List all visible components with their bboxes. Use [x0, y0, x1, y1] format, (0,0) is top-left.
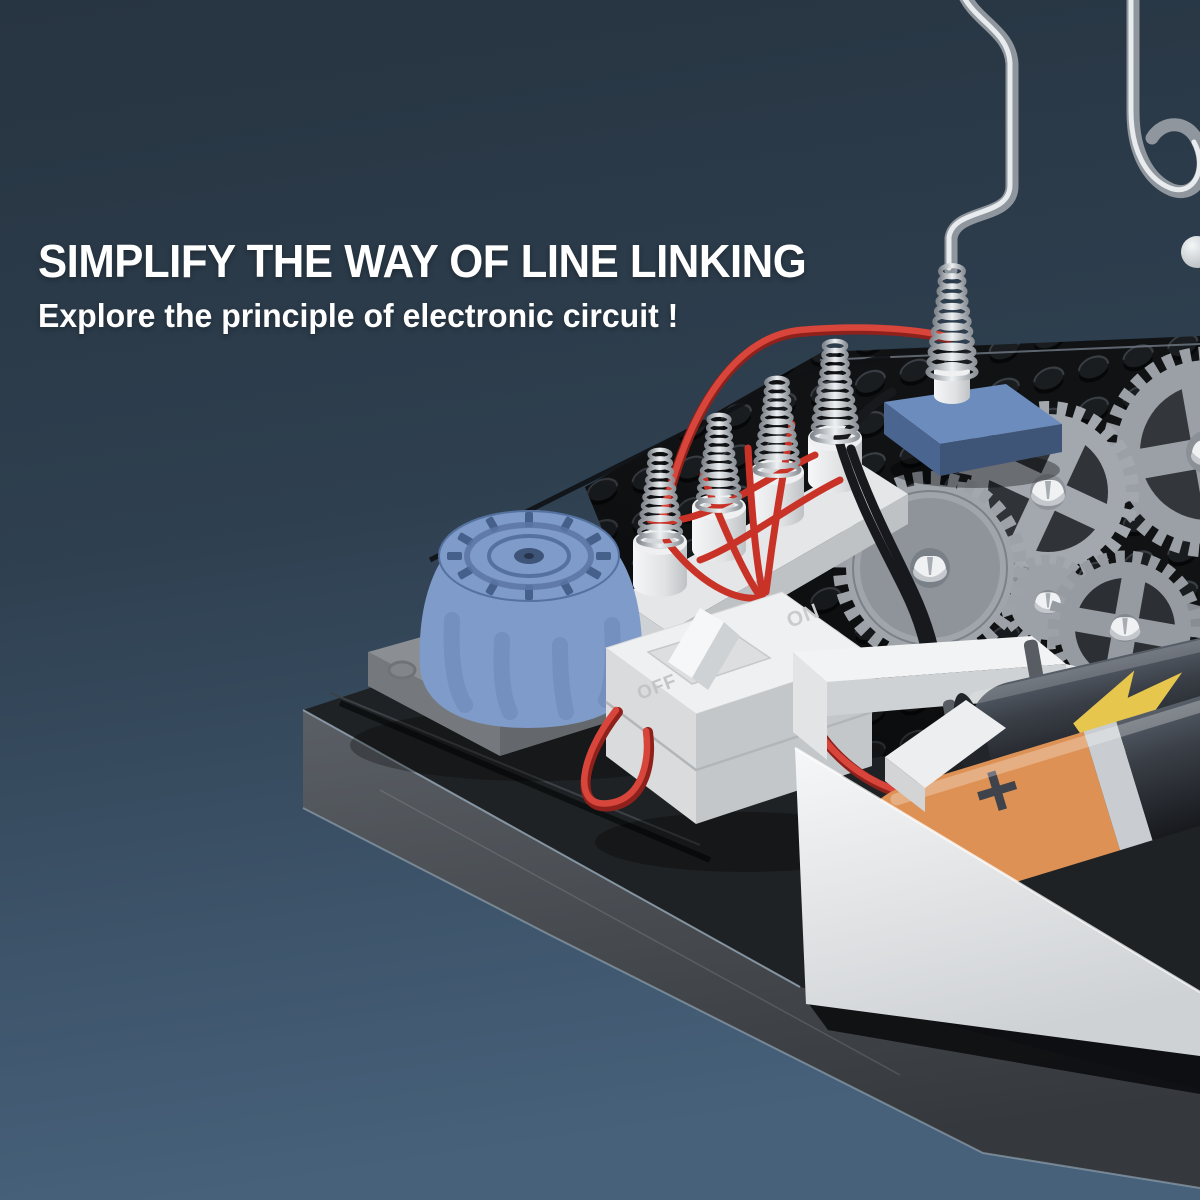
red-wire-arc — [657, 324, 953, 527]
holder-front-wall — [795, 748, 1200, 1056]
holder-shadow-band — [806, 1000, 1200, 1094]
battery-divider — [885, 700, 1006, 788]
page-title: SIMPLIFY THE WAY OF LINE LINKING — [38, 235, 807, 287]
black-wire-long — [428, 353, 891, 563]
gear — [957, 401, 1139, 583]
switch-rocker[interactable] — [668, 608, 740, 690]
page-subtitle: Explore the principle of electronic circ… — [38, 297, 679, 334]
metal-wire-rod-left — [944, 0, 1019, 277]
blue-connector-block — [884, 266, 1062, 488]
metal-wire-rod-right — [1126, 0, 1200, 268]
base-board-side — [303, 710, 1200, 1188]
wand-ball-handle — [1181, 236, 1200, 268]
buzzer — [350, 509, 720, 781]
lightning-bolt-icon — [1073, 670, 1183, 760]
headline: SIMPLIFY THE WAY OF LINE LINKING Explore… — [38, 234, 847, 335]
gear-train — [833, 346, 1200, 706]
battery-holder: + — [793, 588, 1200, 1094]
